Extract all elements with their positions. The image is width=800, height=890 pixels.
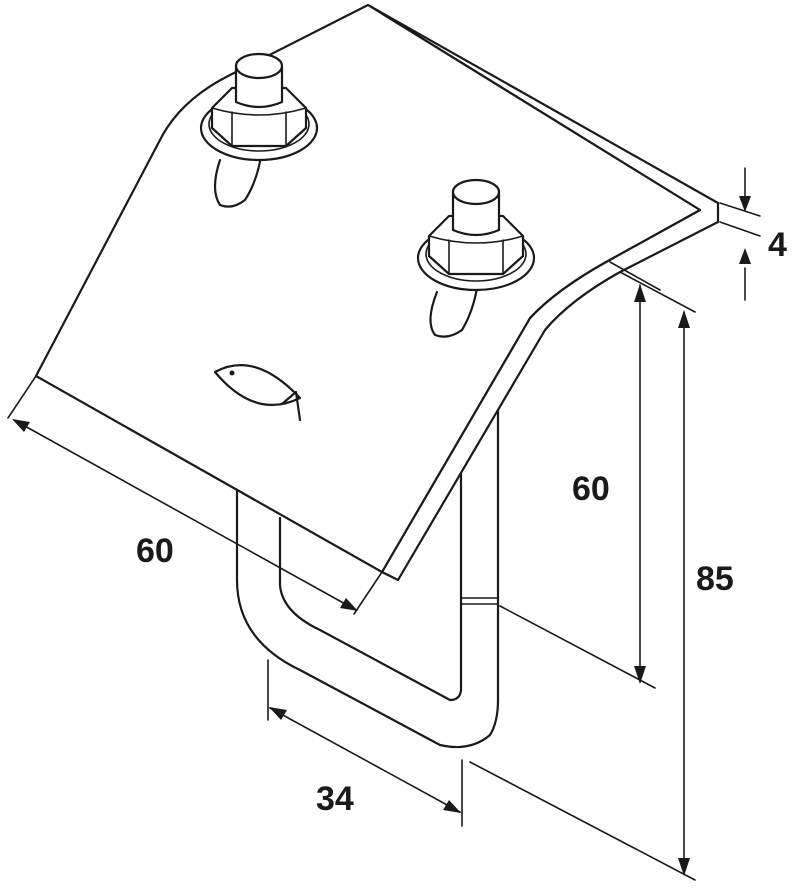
total-height-label: 85	[696, 560, 734, 598]
left-bolt	[199, 52, 319, 208]
ubolt-width-label: 34	[316, 780, 354, 818]
thickness-label: 4	[768, 226, 787, 264]
dimension-drop-height: 60	[499, 261, 661, 689]
bent-plate	[34, 3, 720, 582]
drop-height-label: 60	[572, 470, 610, 508]
plate-width-label: 60	[136, 532, 174, 570]
dimension-ubolt-width: 34	[267, 659, 463, 827]
fish-logo	[213, 364, 302, 422]
dimension-plate-width: 60	[7, 375, 383, 615]
right-bolt	[416, 178, 536, 338]
u-bolt	[235, 408, 500, 749]
dimension-total-height: 85	[469, 271, 734, 881]
dimension-thickness: 4	[719, 167, 787, 301]
